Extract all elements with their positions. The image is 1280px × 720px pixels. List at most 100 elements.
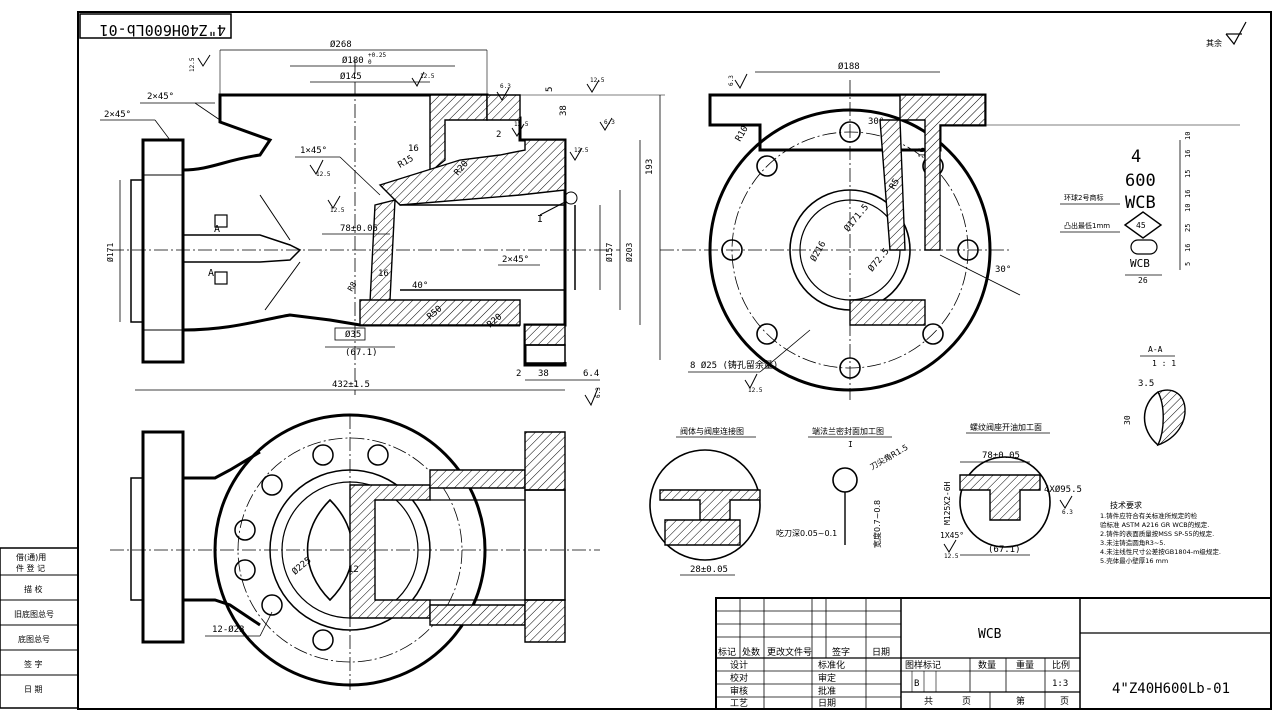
- svg-text:Ø225: Ø225: [290, 555, 314, 577]
- svg-text:0: 0: [368, 59, 372, 66]
- svg-text:更改文件号: 更改文件号: [767, 646, 812, 658]
- svg-text:签字: 签字: [832, 646, 850, 658]
- svg-text:12: 12: [348, 565, 359, 575]
- svg-text:设计: 设计: [730, 659, 748, 671]
- svg-text:45: 45: [1136, 221, 1146, 230]
- svg-text:A: A: [208, 268, 214, 279]
- svg-text:刀尖角R1.5: 刀尖角R1.5: [868, 442, 910, 472]
- scale-value: 1:3: [1052, 679, 1068, 689]
- svg-text:6.3: 6.3: [1062, 509, 1073, 516]
- detail-views: 阀体与阀座连接图 28±0.05 吃刀深0.05~0.1 端法兰密封面加工图 I…: [649, 422, 1082, 576]
- svg-text:432±1.5: 432±1.5: [332, 380, 370, 390]
- svg-text:16: 16: [1184, 244, 1192, 252]
- svg-text:193: 193: [645, 159, 655, 175]
- svg-text:15: 15: [1184, 170, 1192, 178]
- svg-text:R5: R5: [888, 177, 902, 191]
- svg-text:WCB: WCB: [1130, 257, 1150, 270]
- svg-text:Ø171: Ø171: [105, 243, 115, 262]
- svg-text:页: 页: [962, 696, 971, 707]
- svg-text:Ø268: Ø268: [330, 39, 352, 50]
- drawing-number: 4"Z40H600Lb-01: [1112, 681, 1230, 697]
- svg-text:6.3: 6.3: [595, 387, 602, 398]
- svg-text:Ø171.5: Ø171.5: [842, 202, 871, 234]
- svg-text:A-A: A-A: [1148, 345, 1163, 354]
- svg-text:借(通)用: 借(通)用: [16, 552, 46, 562]
- svg-text:5: 5: [545, 87, 555, 92]
- svg-text:重量: 重量: [1016, 659, 1034, 671]
- svg-text:工艺: 工艺: [730, 698, 748, 709]
- svg-text:A: A: [214, 224, 220, 235]
- svg-text:40°: 40°: [412, 281, 428, 291]
- svg-text:件 登 记: 件 登 记: [16, 563, 45, 573]
- svg-text:78±0.05: 78±0.05: [340, 224, 378, 234]
- svg-text:2.铸件的表面质量按MSS SP-55的规定.: 2.铸件的表面质量按MSS SP-55的规定.: [1100, 529, 1214, 538]
- svg-text:比例: 比例: [1052, 659, 1070, 671]
- svg-text:78±0.05: 78±0.05: [982, 451, 1020, 461]
- material-label: WCB: [978, 627, 1002, 642]
- front-view: A A I: [110, 60, 620, 395]
- svg-text:描 校: 描 校: [24, 584, 43, 594]
- svg-text:2: 2: [516, 369, 521, 379]
- svg-text:30: 30: [1123, 415, 1132, 425]
- svg-text:WCB: WCB: [1125, 193, 1156, 213]
- svg-text:审核: 审核: [730, 685, 748, 697]
- svg-text:处数: 处数: [742, 646, 760, 658]
- svg-text:1×45°: 1×45°: [300, 146, 327, 156]
- svg-text:Ø35: Ø35: [345, 329, 361, 340]
- svg-text:2: 2: [496, 130, 501, 140]
- svg-text:底图总号: 底图总号: [18, 634, 50, 644]
- svg-text:螺纹阀座开油加工面: 螺纹阀座开油加工面: [970, 422, 1042, 432]
- svg-text:凸出最低1mm: 凸出最低1mm: [1064, 221, 1110, 230]
- svg-text:28±0.05: 28±0.05: [690, 565, 728, 575]
- svg-text:B: B: [914, 679, 919, 689]
- svg-text:Ø203: Ø203: [624, 243, 634, 262]
- flipped-number-box: 4"Z40H600Lb-01: [79, 13, 232, 39]
- front-view-dimensions: Ø268 Ø180 +0.25 0 Ø145 2×45° 2×45° 1×45°…: [100, 39, 665, 407]
- svg-text:10: 10: [1184, 132, 1192, 140]
- svg-text:M125X2-6H: M125X2-6H: [943, 481, 952, 525]
- svg-text:共: 共: [924, 696, 933, 707]
- side-record-table: 借(通)用 件 登 记 描 校 旧底图总号 底图总号 签 字 日 期: [0, 547, 79, 709]
- svg-text:+0.25: +0.25: [368, 52, 386, 59]
- svg-text:1.铸件应符合有关标准所规定的检: 1.铸件应符合有关标准所规定的检: [1100, 511, 1198, 520]
- svg-text:R8: R8: [346, 280, 359, 293]
- svg-text:25: 25: [1184, 224, 1192, 232]
- svg-text:日期: 日期: [818, 698, 836, 709]
- svg-text:批准: 批准: [818, 685, 836, 697]
- svg-text:第: 第: [1016, 695, 1025, 707]
- svg-text:吃刀深0.05~0.1: 吃刀深0.05~0.1: [776, 528, 837, 538]
- svg-text:Ø157: Ø157: [604, 243, 614, 262]
- svg-text:2×45°: 2×45°: [147, 92, 174, 102]
- drawing-number-flipped: 4"Z40H600Lb-01: [100, 21, 226, 39]
- svg-text:页: 页: [1060, 696, 1069, 707]
- svg-text:12.5: 12.5: [316, 171, 331, 178]
- svg-text:10: 10: [1184, 204, 1192, 212]
- svg-text:环球2号商标: 环球2号商标: [1064, 193, 1103, 202]
- svg-text:I: I: [848, 440, 853, 449]
- svg-text:16: 16: [918, 147, 928, 158]
- svg-text:12.5: 12.5: [420, 73, 435, 80]
- svg-text:(67.1): (67.1): [988, 545, 1021, 555]
- svg-text:旧底图总号: 旧底图总号: [14, 609, 54, 619]
- svg-text:技术要求: 技术要求: [1110, 500, 1142, 510]
- svg-text:12.5: 12.5: [590, 77, 605, 84]
- svg-text:6.4: 6.4: [583, 369, 599, 379]
- svg-text:I: I: [537, 214, 543, 225]
- svg-text:38: 38: [538, 369, 549, 379]
- svg-text:16: 16: [378, 269, 389, 279]
- general-roughness-symbol: 其余: [1206, 21, 1247, 48]
- svg-text:(67.1): (67.1): [345, 348, 378, 358]
- svg-text:日期: 日期: [872, 647, 890, 658]
- svg-text:6.3: 6.3: [604, 119, 615, 126]
- svg-text:30°: 30°: [868, 117, 884, 127]
- svg-text:12.5: 12.5: [330, 207, 345, 214]
- svg-text:5.壳体最小壁厚16 mm: 5.壳体最小壁厚16 mm: [1100, 556, 1168, 565]
- svg-text:12.5: 12.5: [514, 121, 529, 128]
- section-view-aa: A-A 1 : 1 3.5 30: [1123, 345, 1186, 447]
- svg-text:2×45°: 2×45°: [104, 110, 131, 120]
- svg-text:4.未注线性尺寸公差按GB1804-m级规定.: 4.未注线性尺寸公差按GB1804-m级规定.: [1100, 547, 1221, 556]
- svg-text:1X45°: 1X45°: [940, 531, 964, 540]
- top-view: Ø225 12 12-Ø23: [110, 413, 600, 690]
- svg-text:标记: 标记: [718, 646, 736, 658]
